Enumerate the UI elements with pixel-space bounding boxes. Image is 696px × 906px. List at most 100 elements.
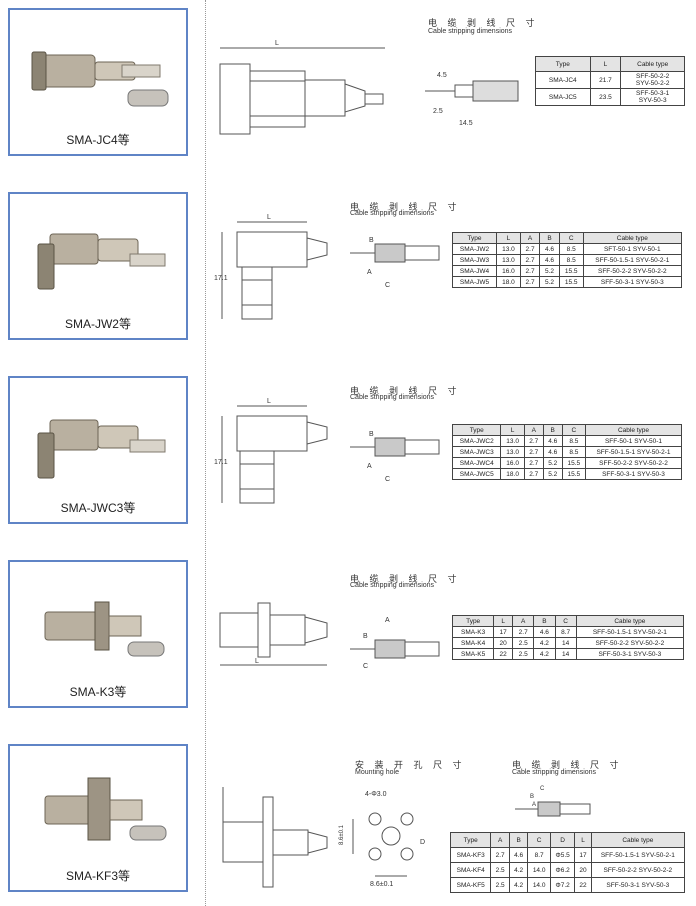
header-A: A [523, 424, 544, 436]
cell: 2.7 [519, 276, 541, 288]
cell: 13.0 [500, 435, 525, 447]
cell: 2.7 [519, 265, 541, 277]
dim-C: C [385, 476, 390, 483]
header-L: L [574, 832, 592, 848]
cell: 8.5 [558, 254, 584, 266]
product-photo-frame: SMA-JC4等 [8, 8, 188, 156]
header-L: L [493, 615, 514, 627]
dim-L: L [267, 398, 271, 405]
header-D: D [549, 832, 576, 848]
connector-drawing: L 17.1 [214, 214, 328, 320]
cell: 4.6 [508, 847, 529, 863]
cell: 16.0 [495, 265, 521, 277]
cell: SFF-50-3-1 SYV-50-3 [582, 276, 683, 288]
cell: SMA-K5 [451, 648, 495, 660]
cell: SFT-50-1 SYV-50-1 [582, 243, 683, 255]
cell: SMA-JWC5 [451, 468, 502, 480]
header-type: Type [449, 832, 492, 848]
mount-title-en: Mounting hole [355, 769, 399, 776]
cell: 4.2 [533, 648, 556, 660]
cell: 22 [574, 877, 592, 893]
cell: SMA-JW4 [452, 265, 497, 277]
product-section-jw2: SMA-JW2等 L 17.1 电 缆 剥 线 尺 寸 Cable stripp… [0, 192, 696, 362]
header-type: Type [451, 615, 495, 627]
cell: 14.0 [527, 877, 551, 893]
stripping-title-en: Cable stripping dimensions [350, 582, 435, 589]
dim-B: B [369, 237, 374, 244]
cell: 4.6 [542, 435, 563, 447]
header-A: A [490, 832, 510, 848]
cell: 5.2 [542, 468, 563, 480]
cell: SFF-50-3-1 SYV-50-3 [590, 877, 686, 893]
cell: SMA-KF3 [449, 847, 492, 863]
cell: 4.6 [539, 243, 560, 255]
cell: SFF-50-1.5-1 SYV-50-2-1 [575, 626, 685, 638]
cell: 2.7 [523, 457, 544, 469]
dim-D: D [420, 839, 425, 846]
stripping-title-cn: 电 缆 剥 线 尺 寸 [350, 202, 461, 212]
cell: 4.2 [508, 877, 529, 893]
dim-vertical: 8.6±0.1 [339, 824, 345, 845]
header-cable-type: Cable type [575, 615, 685, 627]
mounting-hole-drawing: 4-Φ3.0 D 8.6±0.1 8.6±0.1 [339, 791, 425, 888]
cell: 15.5 [558, 276, 584, 288]
cell: 8.5 [561, 446, 586, 458]
cell: 20 [574, 862, 592, 878]
stripping-title-cn: 电 缆 剥 线 尺 寸 [350, 386, 461, 396]
connector-photo [44, 777, 167, 841]
cell: 18.0 [500, 468, 525, 480]
stripping-title-en: Cable stripping dimensions [512, 769, 597, 776]
cell: 2.5 [512, 648, 535, 660]
cell: SMA-JC5 [535, 88, 591, 106]
product-section-jwc3: SMA-JWC3等 L 17.1 电 缆 剥 线 尺 寸 Cable strip… [0, 376, 696, 546]
header-A: A [512, 615, 535, 627]
cell: 16.0 [500, 457, 525, 469]
cell: SMA-JWC4 [451, 457, 502, 469]
cell: SFF-50-2-2 SYV-50-2-2 [575, 637, 685, 649]
header-L: L [500, 424, 525, 436]
cell: 2.7 [523, 468, 544, 480]
cell: SFF-50-1.5-1 SYV-50-2-1 [590, 847, 686, 863]
cell: 8.7 [527, 847, 551, 863]
header-type: Type [535, 56, 591, 72]
cell: 4.6 [539, 254, 560, 266]
cell: SFF-50-3-1 SYV-50-3 [575, 648, 685, 660]
cell: 2.7 [523, 435, 544, 447]
connector-drawing: L [219, 602, 328, 666]
cell: 2.7 [523, 446, 544, 458]
dim-2-5: 2.5 [433, 108, 443, 115]
stripping-title-cn: 电 缆 剥 线 尺 寸 [428, 18, 539, 28]
cell: 17 [493, 626, 514, 638]
header-C: C [554, 615, 577, 627]
dim-A: A [532, 802, 536, 808]
cell: SMA-KF4 [449, 862, 492, 878]
cell: 15.5 [561, 457, 586, 469]
cell: SFF-50-3-1 SYV-50-3 [620, 88, 685, 106]
connector-photo [44, 601, 165, 657]
cell: 22 [493, 648, 514, 660]
product-model-label: SMA-K3等 [69, 685, 127, 699]
dim-horizontal: 8.6±0.1 [370, 881, 393, 888]
stripping-title-en: Cable stripping dimensions [350, 210, 435, 217]
cell: 4.6 [533, 626, 556, 638]
dim-14-5: 14.5 [459, 120, 473, 127]
cell: 2.7 [519, 243, 541, 255]
cell: 2.7 [512, 626, 535, 638]
product-model-label: SMA-JC4等 [66, 133, 130, 147]
cell: 2.7 [490, 847, 510, 863]
header-A: A [519, 232, 541, 244]
product-model-label: SMA-JWC3等 [60, 501, 136, 515]
header-B: B [539, 232, 560, 244]
dim-height: 17.1 [214, 275, 228, 282]
connector-drawing: L 17.1 [214, 398, 328, 504]
